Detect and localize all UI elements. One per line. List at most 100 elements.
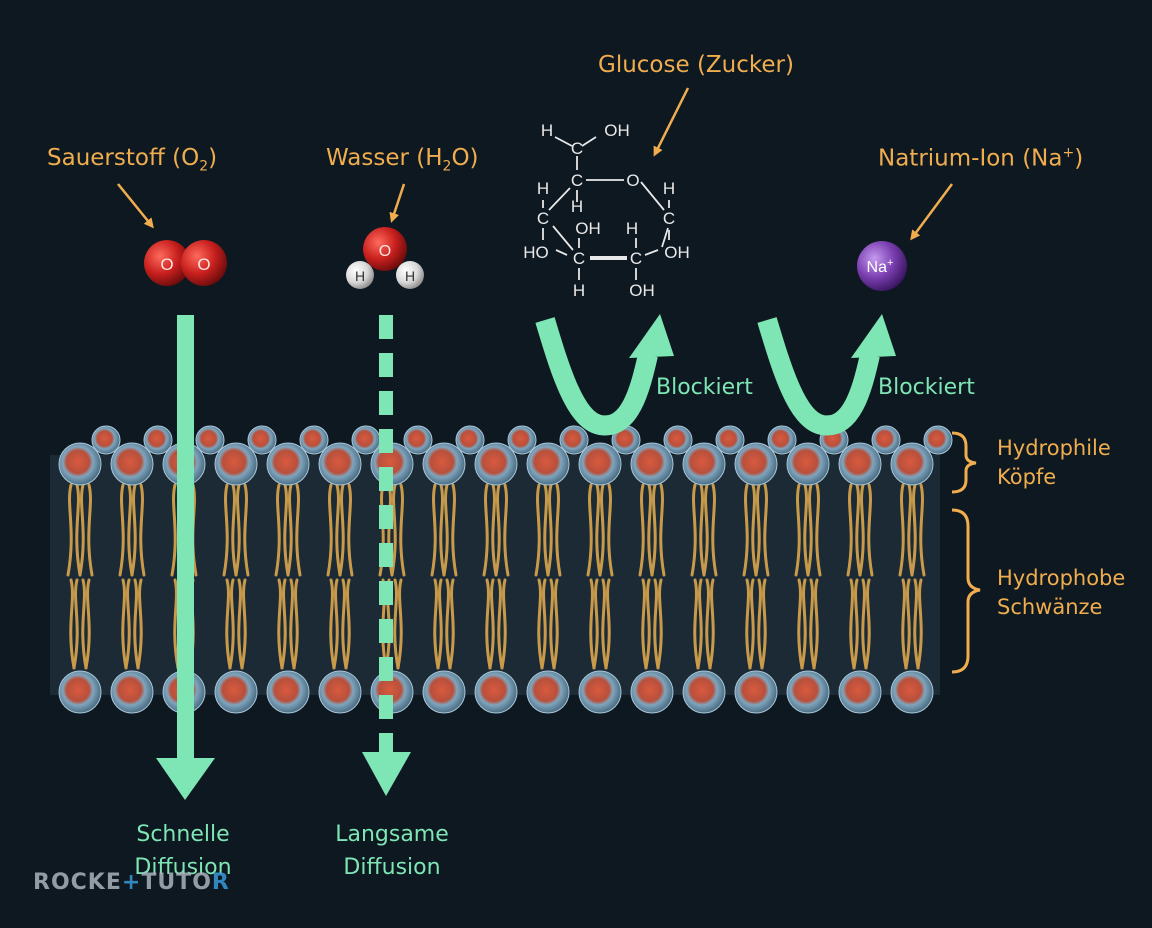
glucose-c4: C	[537, 209, 549, 228]
lipid-tail	[139, 483, 146, 577]
hydrophilic-heads-top-back	[91, 425, 953, 455]
glucose-oh-bottom: OH	[629, 281, 655, 300]
lipid-head-back	[663, 425, 693, 455]
lipid-tail	[861, 578, 868, 670]
sodium-pointer-arrow	[910, 183, 954, 241]
glucose-label: Glucose (Zucker)	[598, 52, 794, 78]
lipid-tail	[286, 483, 293, 577]
lipid-tail	[656, 578, 663, 670]
water-oxygen-atom	[363, 227, 407, 271]
lipid-tail	[124, 578, 131, 670]
lipid-head-top	[630, 442, 674, 486]
lipid-tail	[338, 483, 345, 577]
glucose-h-c5: H	[571, 197, 583, 216]
slow-diffusion-line2: Diffusion	[343, 855, 441, 880]
glucose-h-right: H	[663, 179, 675, 198]
watermark-end: R	[211, 870, 230, 895]
lipid-tail	[326, 483, 333, 577]
lipid-tail	[537, 578, 544, 670]
oxygen-atom-right	[181, 240, 227, 286]
lipid-head-top	[526, 442, 570, 486]
lipid-tail	[815, 483, 822, 577]
lipid-tail	[445, 578, 452, 670]
lipid-head-top	[890, 442, 934, 486]
glucose-blocked-head	[629, 314, 674, 358]
glucose-c2: C	[630, 249, 642, 268]
lipid-head-bottom	[474, 670, 518, 714]
oxygen-atom-left	[144, 240, 190, 286]
lipid-head-back	[91, 425, 121, 455]
lipid-head-top	[838, 442, 882, 486]
lipid-tail	[503, 483, 510, 577]
lipid-tail	[75, 483, 82, 577]
oxygen-pointer-arrow	[117, 183, 154, 229]
hydrophobic-tails-label: Hydrophobe Schwänze	[997, 564, 1125, 622]
lipid-tail	[641, 578, 648, 670]
lipid-head-bottom	[526, 670, 570, 714]
fast-diffusion-head	[156, 758, 215, 800]
lipid-tail	[809, 578, 816, 670]
water-hydrogen-left	[346, 261, 374, 289]
glucose-oh-right: OH	[664, 243, 690, 262]
lipid-tail	[653, 578, 660, 670]
glucose-c1: C	[663, 209, 675, 228]
lipid-tail	[803, 483, 810, 577]
lipid-head-bottom	[318, 670, 362, 714]
lipid-tail	[72, 578, 79, 670]
lipid-tail	[901, 578, 908, 670]
fast-diffusion-line1: Schnelle	[136, 822, 230, 847]
tails-label-line1: Hydrophobe	[997, 566, 1126, 590]
glucose-pointer-arrow	[653, 87, 690, 157]
lipid-tail	[638, 483, 645, 577]
lipid-tail	[451, 483, 458, 577]
glucose-structure	[542, 136, 670, 280]
lipid-tail	[390, 483, 397, 577]
lipid-tail	[708, 578, 715, 670]
lipid-head-back	[767, 425, 797, 455]
lipid-head-bottom	[110, 670, 154, 714]
slow-diffusion-head	[362, 752, 411, 796]
lipid-head-bottom	[214, 670, 258, 714]
lipid-tail	[231, 483, 238, 577]
lipid-tail	[604, 578, 611, 670]
slow-diffusion-line1: Langsame	[335, 822, 449, 847]
lipid-head-bottom	[682, 670, 726, 714]
lipid-tail	[494, 483, 501, 577]
lipid-tail	[546, 483, 553, 577]
lipid-tail	[485, 578, 492, 670]
sodium-ion-sphere	[857, 241, 907, 291]
glucose-atom-labels: H OH C C O H H H C OH H C HO C C OH H OH	[523, 121, 690, 300]
lipid-tail	[133, 578, 140, 670]
water-molecule: O H H	[346, 227, 424, 289]
lipid-tail	[243, 483, 250, 577]
lipid-tail	[344, 578, 351, 670]
fast-diffusion-shaft	[177, 315, 194, 762]
lipid-head-back	[143, 425, 173, 455]
lipid-tail	[500, 578, 507, 670]
hydrophilic-heads-top	[58, 442, 934, 486]
hydrophilic-heads-label: Hydrophile Köpfe	[997, 434, 1111, 492]
water-pointer-arrow	[389, 183, 406, 223]
lipid-tail	[240, 578, 247, 670]
lipid-tail	[534, 483, 541, 577]
water-label: Wasser (H2O)	[326, 145, 479, 175]
lipid-tail	[852, 578, 859, 670]
glucose-oh-top: OH	[604, 121, 630, 140]
sodium-blocked-arrow	[757, 314, 896, 436]
watermark-plus: +	[121, 870, 142, 895]
lipid-tail	[898, 483, 905, 577]
lipid-tail	[748, 578, 755, 670]
heads-label-line2: Köpfe	[997, 465, 1057, 489]
sodium-blocked-head	[851, 314, 896, 358]
oxygen-atom-right-label: O	[197, 255, 210, 274]
oxygen-molecule: O O	[144, 240, 227, 286]
lipid-tail	[555, 483, 562, 577]
oxygen-atom-left-label: O	[160, 255, 173, 274]
lipid-head-top	[318, 442, 362, 486]
blocked-label-glucose: Blockiert	[656, 375, 753, 400]
lipid-head-back	[351, 425, 381, 455]
lipid-tail	[87, 483, 94, 577]
lipid-tail	[745, 578, 752, 670]
lipid-tail	[800, 578, 807, 670]
sodium-blocked-curve	[757, 317, 880, 436]
